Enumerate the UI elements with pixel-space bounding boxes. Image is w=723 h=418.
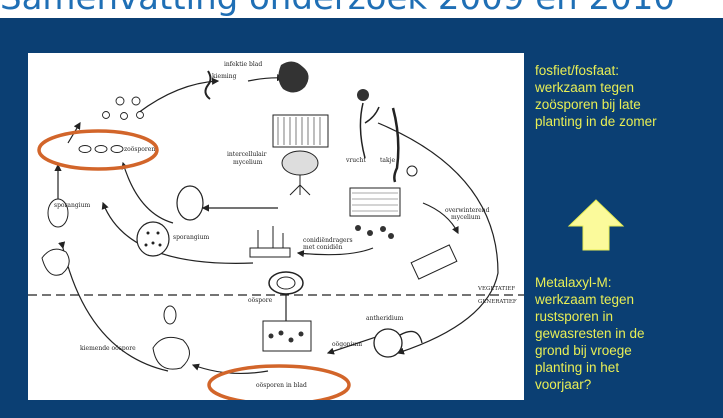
conidia-tissue (350, 188, 400, 216)
antheridium-cell (400, 331, 422, 343)
arrow-kieming (138, 81, 218, 113)
conidiophore-base (250, 248, 290, 257)
label-sporangium-mid: sporangium (173, 234, 209, 241)
label-oogonium: oögonium (332, 341, 362, 348)
conidiophores (258, 226, 283, 248)
note-metalaxyl-line: grond bij vroege (535, 342, 715, 359)
label-intercellulair: intercellulair (227, 151, 267, 158)
twig (393, 108, 398, 182)
mycelium-cells (282, 151, 318, 175)
fruit (357, 89, 369, 101)
twig-end (407, 166, 417, 176)
note-metalaxyl-line: werkzaam tegen (535, 291, 715, 308)
slide-title: Samenvatting onderzoek 2009 en 2010 (0, 0, 723, 18)
slide-panel: kieming infektie blad zoösporen intercel… (0, 18, 723, 418)
life-cycle-diagram: kieming infektie blad zoösporen intercel… (28, 53, 524, 400)
germinating-oospore-head (164, 306, 176, 324)
label-takje: takje (380, 157, 395, 164)
label-conidiendragers: conidiëndragers (303, 237, 353, 244)
label-zoosporen: zoösporen (124, 146, 155, 153)
label-generatief: GENERATIEF (478, 299, 517, 306)
label-antheridium: antheridium (366, 315, 403, 322)
oogonium-cell (374, 329, 402, 357)
oospore-inner (277, 277, 295, 289)
note-fosfiet-line: fosfiet/fosfaat: (535, 62, 715, 79)
germinating-sporangium (42, 249, 69, 275)
note-fosfiet: fosfiet/fosfaat: werkzaam tegen zoöspore… (535, 62, 715, 130)
infected-leaf (278, 61, 308, 92)
label-oospore: oöspore (248, 297, 272, 304)
label-kiemende-oospore: kiemende oöspore (80, 345, 136, 352)
label-oosporen-in-blad: oösporen in blad (256, 382, 307, 389)
note-metalaxyl-line: voorjaar? (535, 376, 715, 393)
sporangium-zoospores (137, 222, 169, 256)
note-metalaxyl-line: Metalaxyl-M: (535, 274, 715, 291)
arrow-back-up (123, 163, 173, 223)
arrow-infektie (248, 78, 283, 81)
label-sporangium-left: sporangium (54, 202, 90, 209)
sporangium-mid (177, 186, 203, 220)
note-metalaxyl-line: rustsporen in (535, 308, 715, 325)
label-infektie-blad: infektie blad (224, 61, 262, 68)
label-overwinterend-mycelium: mycelium (451, 214, 480, 221)
note-fosfiet-line: planting in de zomer (535, 113, 715, 130)
note-fosfiet-line: werkzaam tegen (535, 79, 715, 96)
overwintering-twig (411, 245, 457, 279)
fruit-branch (360, 103, 379, 158)
label-overwinterend: overwinterend (445, 207, 489, 214)
note-fosfiet-line: zoösporen bij late (535, 96, 715, 113)
kieming-sprout (205, 71, 210, 99)
label-met-conidien: met conidiën (303, 244, 343, 251)
up-arrow-icon (567, 198, 625, 252)
germinating-oospore (153, 337, 190, 369)
arrow-kiemende (63, 248, 168, 371)
note-metalaxyl-line: planting in het (535, 359, 715, 376)
label-vegetatief: VEGETATIEF (478, 286, 515, 293)
hyphae (290, 175, 310, 195)
label-vrucht: vrucht (346, 157, 366, 164)
note-metalaxyl: Metalaxyl-M: werkzaam tegen rustsporen i… (535, 274, 715, 393)
label-mycelium: mycelium (233, 159, 262, 166)
label-kieming: kieming (212, 73, 236, 80)
note-metalaxyl-line: gewasresten in de (535, 325, 715, 342)
